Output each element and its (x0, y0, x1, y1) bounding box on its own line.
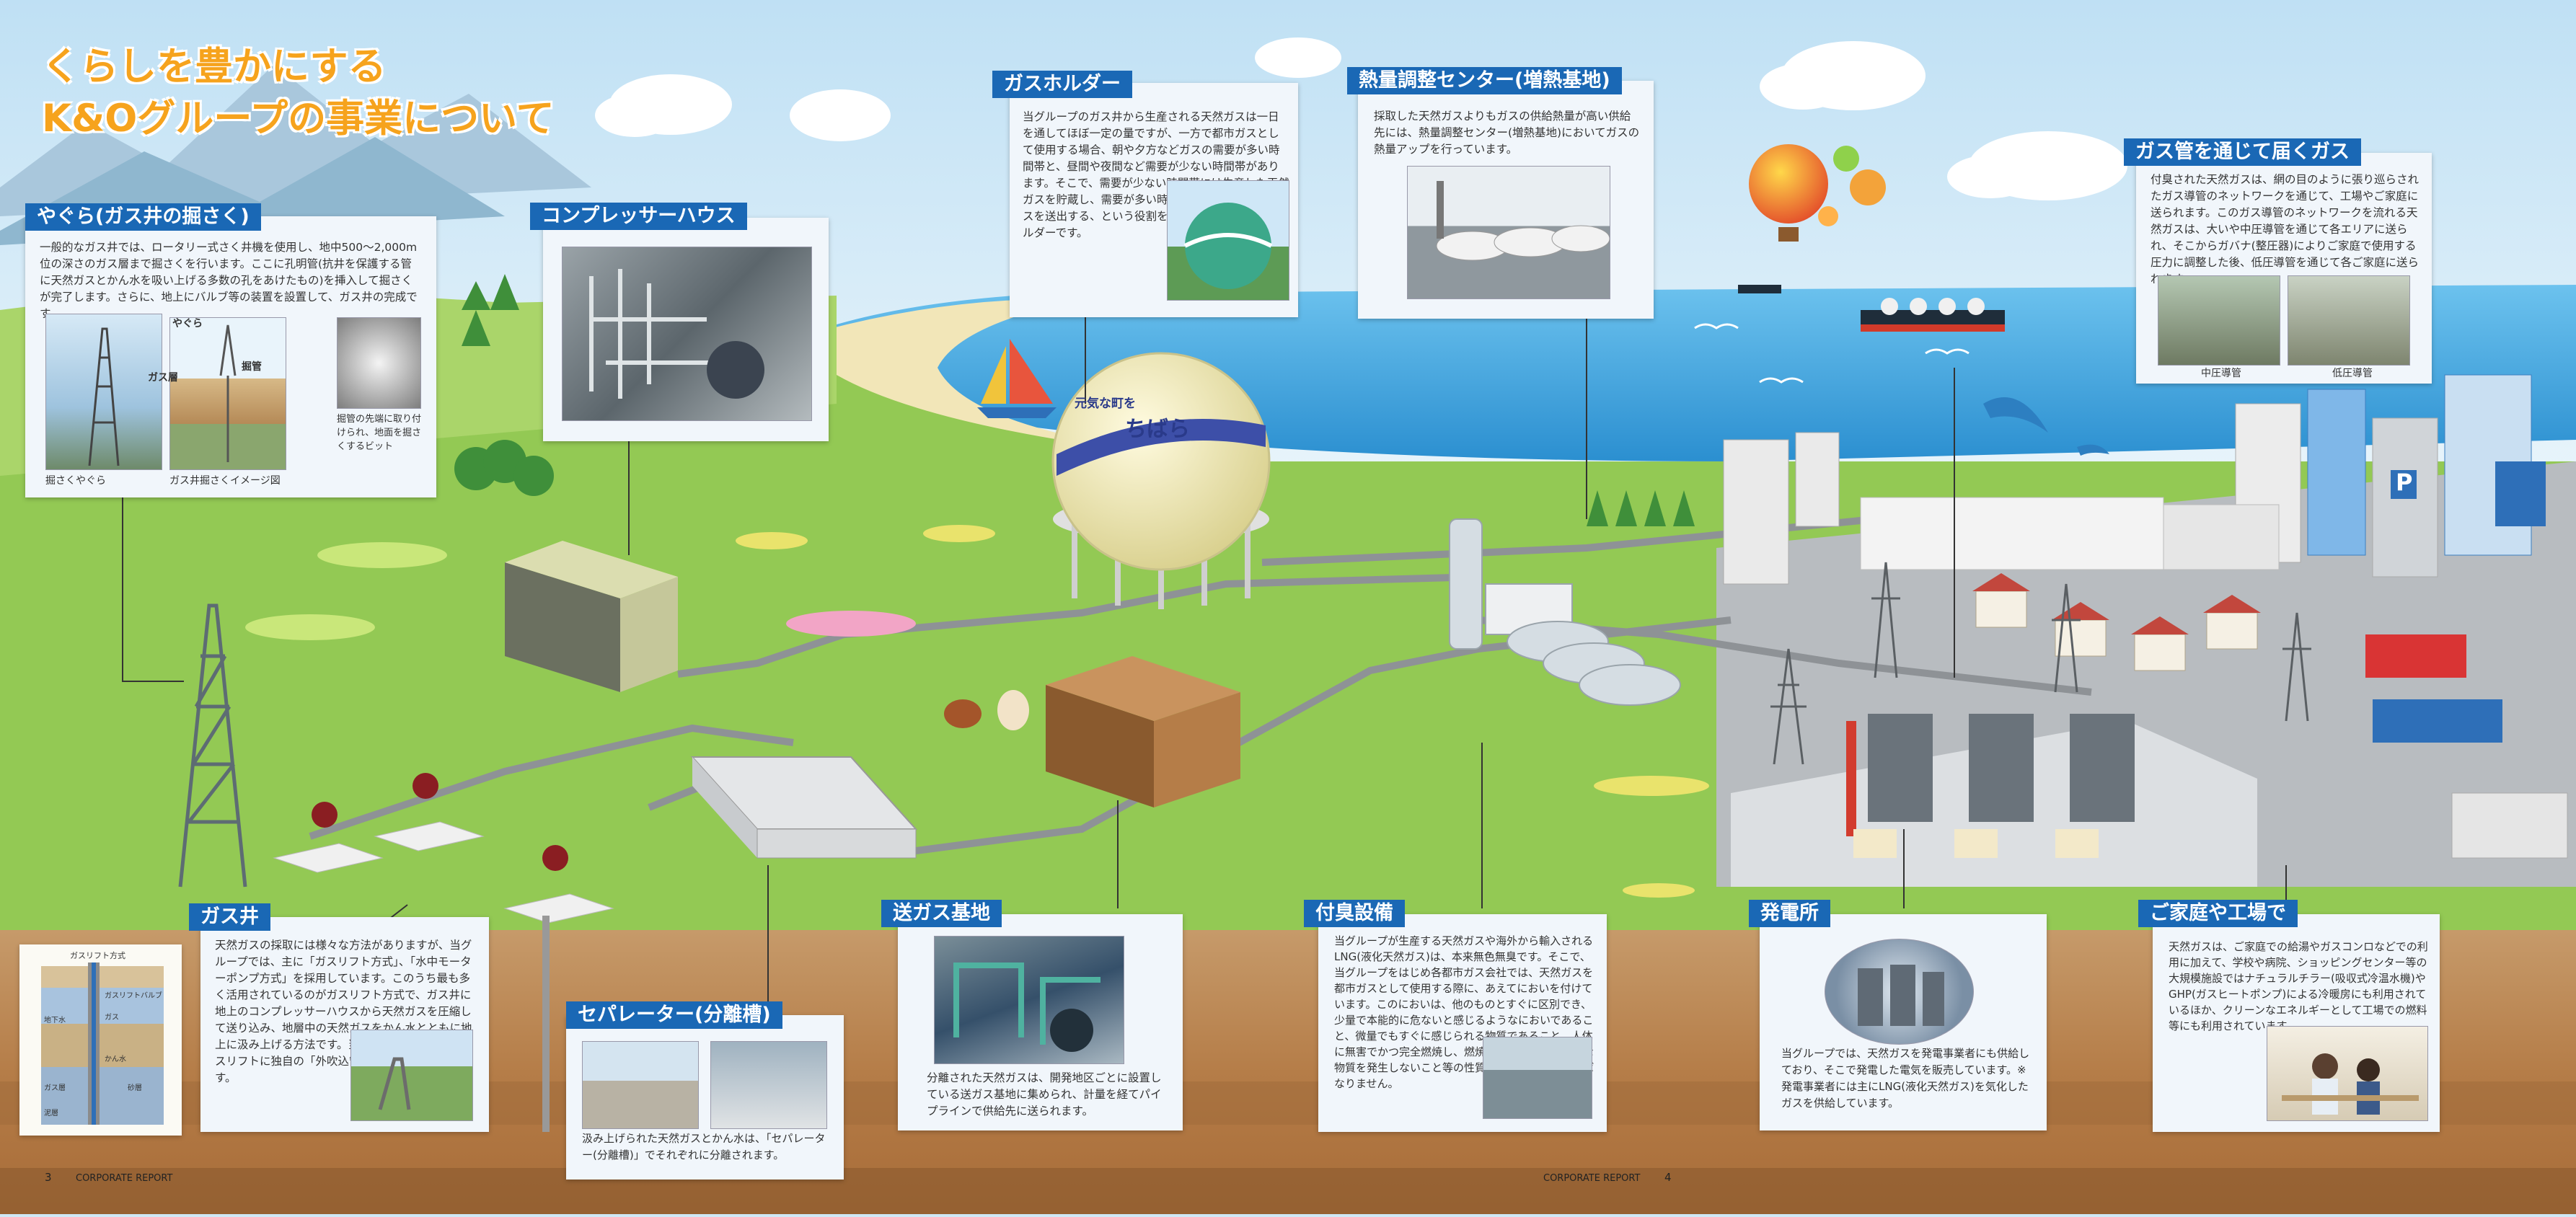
yagura-diagram (169, 317, 286, 470)
gaswell-panel: 天然ガスの採取には様々な方法がありますが、当グループでは、主に「ガスリフト方式」… (200, 917, 489, 1132)
wellheads (312, 773, 568, 871)
home-photo (2267, 1026, 2428, 1121)
pipeline-photo-medium (2158, 275, 2280, 366)
sending-text: 分離された天然ガスは、開発地区ごとに設置している送ガス基地に集められ、計量を経て… (927, 1071, 1162, 1118)
city-buildings (1723, 374, 2568, 859)
gaswell-diagram-title: ガスリフト方式 (70, 951, 125, 960)
page-title-line1: くらしを豊かにする (42, 45, 387, 89)
flower-patches (245, 525, 1709, 898)
power-panel: 当グループでは、天然ガスを発電事業者にも供給しており、そこで発電した電気を販売し… (1760, 914, 2047, 1130)
parking-sign-bg (2391, 470, 2417, 499)
yagura-label-yagura: やぐら (172, 318, 203, 329)
gaswell-tag: ガス井 (189, 903, 270, 931)
gasholder-sphere (1051, 352, 1271, 609)
yagura-label-gaslayer: ガス層 (148, 372, 178, 384)
home-text: 天然ガスは、ご家庭での給湯やガスコンロなどでの利用に加えて、学校や病院、ショッピ… (2169, 940, 2428, 1032)
seagulls (1694, 323, 1970, 384)
calorie-panel: 採取した天然ガスよりもガスの供給熱量が高い供給先には、熱量調整センター(増熱基地… (1358, 81, 1654, 319)
gaswell-diagram-label-6: 砂層 (128, 1084, 142, 1092)
pipeline-text: 付臭された天然ガスは、網の目のように張り巡らされたガス導管のネットワークを通じて… (2151, 173, 2420, 286)
power-tag: 発電所 (1749, 900, 1830, 927)
compressor-tag: コンプレッサーハウス (530, 203, 747, 230)
yagura-panel: 一般的なガス井では、ロータリー式さく井機を使用し、地中500〜2,000m位の深… (25, 216, 436, 497)
gasholder-tag: ガスホルダー (992, 71, 1132, 98)
pipeline-caption-low: 低圧導管 (2332, 368, 2373, 379)
yagura-label-pipe: 掘管 (242, 361, 262, 373)
sending-base-building (1046, 656, 1240, 807)
odor-photo (1483, 1037, 1592, 1119)
yagura-photo-caption: 掘さくやぐら (45, 475, 106, 487)
home-panel: 天然ガスは、ご家庭での給湯やガスコンロなどでの利用に加えて、学校や病院、ショッピ… (2153, 914, 2440, 1132)
trees (454, 274, 1695, 526)
gasholder-sign: ちばら (1125, 417, 1190, 442)
home-tag: ご家庭や工場で (2138, 900, 2298, 927)
gaswell-photo (350, 1030, 473, 1121)
yagura-diagram-caption: ガス井掘さくイメージ図 (169, 475, 281, 487)
gaswell-diagram-label-3: 地下水 (44, 1017, 66, 1025)
separator-building (690, 756, 918, 859)
underground-pipe (542, 916, 550, 1132)
sending-tag: 送ガス基地 (881, 900, 1002, 927)
sailboat (977, 339, 1057, 418)
compressor-panel (543, 218, 829, 441)
power-station (1731, 714, 2257, 887)
gasholder-panel: 当グループのガス井から生産される天然ガスは一日を通してほぼ一定の量ですが、一方で… (1010, 83, 1298, 317)
pipeline-photo-low (2288, 275, 2410, 366)
yagura-bit-caption: 掘管の先端に取り付けられ、地面を掘さくするビット (337, 414, 422, 452)
wellhead-bases (273, 821, 614, 924)
pipeline-tag: ガス管を通じて届くガス (2124, 138, 2361, 166)
ship (1738, 285, 2005, 332)
odor-tanks (1449, 518, 1681, 706)
calorie-photo (1407, 166, 1610, 299)
gaswell-diagram-label-2: ガス (105, 1014, 119, 1022)
pipeline-caption-medium: 中圧導管 (2201, 368, 2241, 379)
separator-text: 汲み上げられた天然ガスとかん水は、「セパレーター(分離槽)」でそれぞれに分離され… (582, 1132, 826, 1161)
compressor-house-building (505, 541, 678, 692)
gaswell-diagram-label-4: かん水 (105, 1056, 126, 1063)
calorie-tag: 熱量調整センター(増熱基地) (1347, 67, 1622, 94)
soil-band-dark (0, 1168, 2576, 1214)
gaswell-diagram-label-5: ガス層 (44, 1084, 66, 1092)
parking-sign: P (2396, 469, 2413, 496)
power-pylons (1770, 562, 2311, 765)
clouds (595, 37, 2127, 200)
animals (944, 690, 1029, 730)
footer-right-page: 4 (1664, 1171, 1672, 1184)
gasholder-photo (1167, 180, 1289, 301)
pipeline-panel: 付臭された天然ガスは、網の目のように張り巡らされたガス導管のネットワークを通じて… (2136, 153, 2432, 384)
gaswell-diagram-label-7: 泥層 (44, 1110, 58, 1118)
odor-panel: 当グループが生産する天然ガスや海外から輸入されるLNG(液化天然ガス)は、本来無… (1318, 914, 1607, 1132)
gasholder-sign-small: 元気な町を (1075, 397, 1136, 411)
separator-tag: セパレーター(分離槽) (566, 1001, 782, 1029)
gaswell-diagram: ガスリフト方式 ガスリフトバルブ ガス 地下水 かん水 ガス層 砂層 泥層 (19, 944, 182, 1136)
sending-panel: 分離された天然ガスは、開発地区ごとに設置している送ガス基地に集められ、計量を経て… (898, 914, 1183, 1130)
yagura-text: 一般的なガス井では、ロータリー式さく井機を使用し、地中500〜2,000m位の深… (40, 241, 418, 320)
compressor-photo (562, 247, 812, 421)
separator-panel: 汲み上げられた天然ガスとかん水は、「セパレーター(分離槽)」でそれぞれに分離され… (566, 1015, 844, 1180)
balloons (1749, 144, 1886, 242)
yagura-tag: やぐら(ガス井の掘さく) (25, 203, 261, 231)
power-text: 当グループでは、天然ガスを発電事業者にも供給しており、そこで発電した電気を販売し… (1781, 1047, 2030, 1110)
power-photo (1825, 939, 1974, 1045)
yagura-bit-photo (337, 317, 421, 409)
odor-tag: 付臭設備 (1304, 900, 1405, 927)
dolphins (1983, 397, 2109, 456)
separator-photo-2 (710, 1041, 827, 1129)
derrick (178, 603, 247, 888)
gaswell-diagram-label-1: ガスリフトバルブ (105, 992, 162, 1000)
separator-photo-1 (582, 1041, 699, 1129)
footer-left-page: 3 (45, 1171, 52, 1184)
page-title-line2: K&Oグループの事業について (42, 97, 555, 141)
footer-left-text: CORPORATE REPORT (76, 1173, 173, 1184)
sending-photo (934, 936, 1124, 1064)
yagura-photo (45, 314, 162, 470)
footer-right-text: CORPORATE REPORT (1543, 1173, 1641, 1184)
calorie-text: 採取した天然ガスよりもガスの供給熱量が高い供給先には、熱量調整センター(増熱基地… (1374, 110, 1640, 156)
